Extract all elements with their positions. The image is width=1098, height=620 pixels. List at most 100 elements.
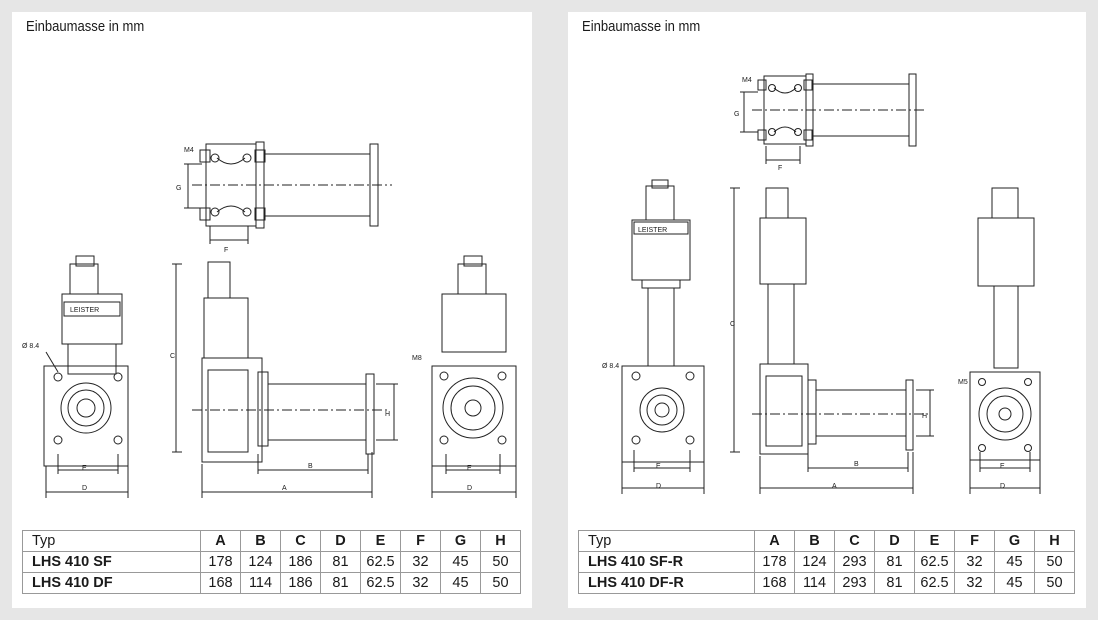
- col-b: B: [794, 530, 835, 552]
- label-e-front: E: [82, 465, 87, 472]
- col-g: G: [994, 530, 1035, 552]
- cell-b: 124: [240, 551, 281, 573]
- side-view: [172, 261, 398, 498]
- cell-d: 81: [874, 572, 915, 594]
- top-view: [740, 73, 924, 164]
- cell-a: 178: [200, 551, 241, 573]
- cell-a: 168: [200, 572, 241, 594]
- top-view: [184, 141, 392, 244]
- label-m4: M4: [742, 77, 752, 84]
- cell-g: 45: [994, 551, 1035, 573]
- cell-g: 45: [440, 572, 481, 594]
- label-hole: Ø 8.4: [602, 363, 619, 370]
- label-e-back: E: [1000, 463, 1005, 470]
- label-d-back: D: [467, 485, 472, 492]
- technical-drawing-standard: M4 G F LEISTER Ø 8.4 E D: [22, 141, 517, 498]
- cell-g: 45: [994, 572, 1035, 594]
- cell-f: 32: [954, 551, 995, 573]
- col-a: A: [754, 530, 795, 552]
- front-view: [621, 179, 705, 494]
- label-d-front: D: [82, 485, 87, 492]
- label-m8: M8: [412, 355, 422, 362]
- technical-drawing-reach: M4 G F LEISTER Ø 8.4 E D: [602, 73, 1041, 494]
- label-g: G: [176, 185, 181, 192]
- panel-title: Einbaumasse in mm: [26, 19, 145, 35]
- side-view: [730, 187, 934, 494]
- label-b: B: [854, 461, 859, 468]
- col-c: C: [834, 530, 875, 552]
- col-c: C: [280, 530, 321, 552]
- cell-a: 168: [754, 572, 795, 594]
- label-e-back: E: [467, 465, 472, 472]
- cell-c: 186: [280, 551, 321, 573]
- col-typ: Typ: [22, 530, 201, 552]
- cell-e: 62.5: [360, 572, 401, 594]
- cell-f: 32: [400, 572, 441, 594]
- label-c: C: [730, 321, 735, 328]
- back-view: [969, 187, 1041, 494]
- right-panel: Einbaumasse in mm M4 G F: [568, 12, 1086, 608]
- col-g: G: [440, 530, 481, 552]
- cell-e: 62.5: [914, 551, 955, 573]
- cell-c: 293: [834, 572, 875, 594]
- col-b: B: [240, 530, 281, 552]
- cell-h: 50: [1034, 572, 1075, 594]
- cell-a: 178: [754, 551, 795, 573]
- label-m4: M4: [184, 147, 194, 154]
- col-f: F: [400, 530, 441, 552]
- cell-g: 45: [440, 551, 481, 573]
- col-d: D: [320, 530, 361, 552]
- table-header-row: Typ A B C D E F G H: [578, 530, 1075, 552]
- table-row: LHS 410 SF 178 124 186 81 62.5 32 45 50: [22, 551, 521, 573]
- cell-typ: LHS 410 SF-R: [578, 551, 755, 573]
- table-row: LHS 410 DF-R 168 114 293 81 62.5 32 45 5…: [578, 572, 1075, 594]
- table-row: LHS 410 SF-R 178 124 293 81 62.5 32 45 5…: [578, 551, 1075, 573]
- label-a: A: [282, 485, 287, 492]
- label-a: A: [832, 483, 837, 490]
- label-h: H: [922, 413, 927, 420]
- label-d-front: D: [656, 483, 661, 490]
- label-h: H: [385, 411, 390, 418]
- label-b: B: [308, 463, 313, 470]
- label-g: G: [734, 111, 739, 118]
- col-h: H: [1034, 530, 1075, 552]
- label-d-back: D: [1000, 483, 1005, 490]
- label-f: F: [224, 247, 228, 254]
- cell-typ: LHS 410 DF-R: [578, 572, 755, 594]
- cell-h: 50: [1034, 551, 1075, 573]
- cell-b: 114: [240, 572, 281, 594]
- col-a: A: [200, 530, 241, 552]
- dimension-table: Typ A B C D E F G H LHS 410 SF 178 124 1…: [22, 530, 521, 594]
- cell-typ: LHS 410 SF: [22, 551, 201, 573]
- label-f: F: [778, 165, 782, 172]
- cell-typ: LHS 410 DF: [22, 572, 201, 594]
- label-hole: Ø 8.4: [22, 343, 39, 350]
- col-f: F: [954, 530, 995, 552]
- brand-label: LEISTER: [70, 307, 99, 314]
- col-d: D: [874, 530, 915, 552]
- cell-c: 293: [834, 551, 875, 573]
- cell-d: 81: [320, 572, 361, 594]
- table-row: LHS 410 DF 168 114 186 81 62.5 32 45 50: [22, 572, 521, 594]
- cell-h: 50: [480, 551, 521, 573]
- label-e-front: E: [656, 463, 661, 470]
- label-c: C: [170, 353, 175, 360]
- col-e: E: [914, 530, 955, 552]
- cell-d: 81: [320, 551, 361, 573]
- cell-e: 62.5: [360, 551, 401, 573]
- cell-f: 32: [400, 551, 441, 573]
- cell-f: 32: [954, 572, 995, 594]
- left-panel: Einbaumasse in mm M4 G F: [12, 12, 532, 608]
- brand-label: LEISTER: [638, 227, 667, 234]
- table-header-row: Typ A B C D E F G H: [22, 530, 521, 552]
- panel-title: Einbaumasse in mm: [582, 19, 701, 35]
- cell-h: 50: [480, 572, 521, 594]
- cell-d: 81: [874, 551, 915, 573]
- cell-b: 124: [794, 551, 835, 573]
- col-typ: Typ: [578, 530, 755, 552]
- cell-c: 186: [280, 572, 321, 594]
- col-e: E: [360, 530, 401, 552]
- cell-b: 114: [794, 572, 835, 594]
- col-h: H: [480, 530, 521, 552]
- cell-e: 62.5: [914, 572, 955, 594]
